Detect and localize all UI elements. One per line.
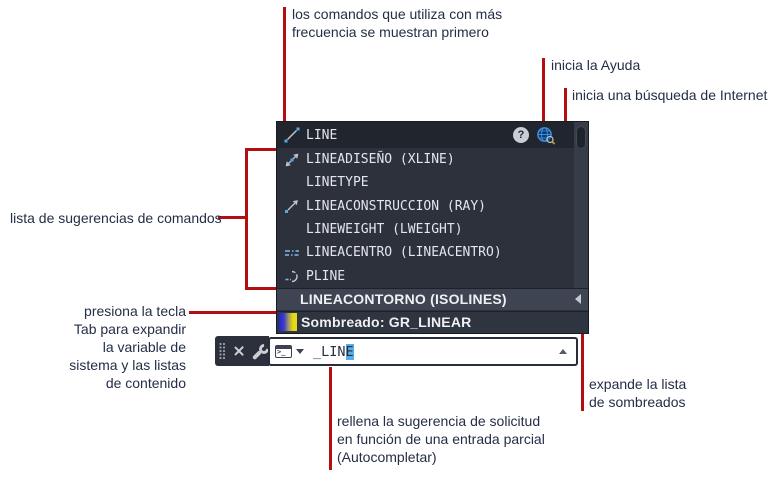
- drag-grip-icon[interactable]: [218, 342, 226, 360]
- autocomplete-panel: LINE ?: [277, 122, 588, 333]
- callout-line-help: [542, 58, 545, 123]
- suggestion-list: LINEADISEÑO (XLINE) LINETYPE LINEACONSTR…: [277, 148, 574, 288]
- callout-line-autocomplete: [329, 367, 332, 470]
- suggestion-row-xline[interactable]: LINEADISEÑO (XLINE): [277, 148, 574, 171]
- autocompleted-text: E: [345, 343, 354, 360]
- panel-scrollbar[interactable]: [574, 122, 588, 288]
- suggestion-row-lineweight[interactable]: LINEWEIGHT (LWEIGHT): [277, 218, 574, 241]
- internet-search-icon[interactable]: [536, 126, 556, 145]
- help-icon[interactable]: ?: [513, 127, 529, 143]
- callout-bracket-suggestions: [245, 148, 248, 290]
- typed-text: _LIN: [313, 343, 346, 360]
- gradient-swatch-icon: [279, 313, 297, 331]
- command-bar-grip-section: [215, 336, 269, 366]
- line-icon: [277, 127, 306, 143]
- callout-bracket-top-arm: [245, 148, 277, 151]
- command-input[interactable]: _LINE: [268, 337, 578, 366]
- suggestion-label: LINEWEIGHT (LWEIGHT): [306, 222, 463, 238]
- suggestion-row-centerline[interactable]: LINEACENTRO (LINEACENTRO): [277, 241, 574, 264]
- annotation-frequent: los comandos que utiliza con más frecuen…: [292, 6, 503, 40]
- expand-history-icon[interactable]: [559, 349, 567, 354]
- suggestion-label: PLINE: [306, 268, 346, 284]
- ray-icon: [277, 198, 306, 214]
- sysvar-label: LINEACONTORNO (ISOLINES): [300, 291, 507, 307]
- annotation-hatch: expande la lista de sombreados: [589, 376, 687, 410]
- suggestion-row-line[interactable]: LINE ?: [277, 122, 574, 148]
- top-row-actions: ?: [513, 122, 556, 148]
- annotation-tab: presiona la tecla Tab para expandir la v…: [69, 303, 186, 391]
- callout-line-tab: [189, 311, 277, 314]
- suggestion-row-linetype[interactable]: LINETYPE: [277, 171, 574, 194]
- recent-commands-dropdown-icon[interactable]: [296, 349, 304, 354]
- callout-line-hatch: [581, 333, 584, 411]
- suggestion-label: LINE: [306, 127, 338, 143]
- customize-wrench-icon[interactable]: [254, 344, 269, 359]
- pline-icon: [277, 268, 306, 284]
- suggestion-row-ray[interactable]: LINEACONSTRUCCION (RAY): [277, 195, 574, 218]
- callout-line-frequent: [283, 7, 286, 122]
- callout-bracket-bottom-arm: [245, 287, 277, 290]
- suggestion-label: LINEACENTRO (LINEACENTRO): [306, 245, 502, 261]
- annotation-suggestions: lista de sugerencias de comandos: [10, 210, 222, 226]
- suggestion-label: LINEACONSTRUCCION (RAY): [306, 198, 487, 214]
- callout-line-suggestions: [218, 216, 248, 219]
- suggestion-label: LINEADISEÑO (XLINE): [306, 152, 455, 168]
- hatch-label: Sombreado: GR_LINEAR: [301, 314, 472, 330]
- suggestion-label: LINETYPE: [306, 175, 369, 191]
- sysvar-row-isolines[interactable]: LINEACONTORNO (ISOLINES): [277, 288, 588, 310]
- annotation-autocomplete: rellena la sugerencia de solicitud en fu…: [337, 413, 545, 465]
- command-prompt-icon[interactable]: [275, 345, 292, 358]
- centerline-icon: [277, 245, 306, 261]
- scrollbar-thumb[interactable]: [576, 126, 586, 149]
- suggestion-row-pline[interactable]: PLINE: [277, 265, 574, 288]
- annotation-help: inicia la Ayuda: [551, 57, 641, 73]
- annotation-internet: inicia una búsqueda de Internet: [572, 87, 768, 103]
- callout-line-internet: [564, 88, 567, 123]
- hatch-row-gr-linear[interactable]: Sombreado: GR_LINEAR: [277, 311, 588, 333]
- xline-icon: [277, 152, 306, 168]
- expand-left-icon[interactable]: [575, 294, 581, 304]
- close-icon[interactable]: [233, 345, 245, 357]
